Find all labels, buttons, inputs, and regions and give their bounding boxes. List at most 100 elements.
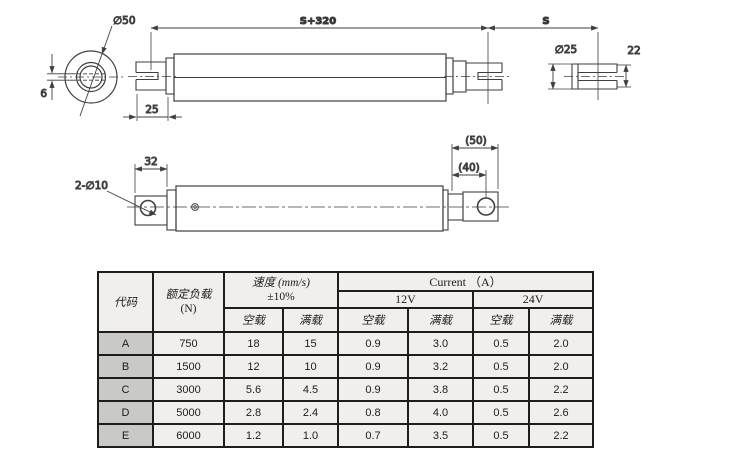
- header-rated-load-unit: (N): [180, 303, 197, 315]
- header-12v: 12V: [337, 290, 475, 309]
- cell-speed-noload: 12: [223, 354, 284, 379]
- header-12v-fullload: 满载: [407, 307, 475, 333]
- dim-label-40ref: (40): [458, 162, 480, 174]
- cell-12v-fullload: 3.0: [407, 331, 475, 356]
- cell-speed-fullload: 15: [281, 331, 340, 356]
- row-code: E: [97, 423, 154, 448]
- left-flange: [166, 189, 177, 231]
- header-12v-noload: 空载: [337, 307, 410, 333]
- cell-12v-fullload: 4.0: [407, 400, 475, 425]
- end-view: ∅50 6: [40, 15, 136, 117]
- dim-label-dia25: ∅25: [555, 44, 578, 56]
- cell-speed-fullload: 10: [281, 354, 340, 379]
- cell-load: 750: [152, 331, 225, 356]
- cell-speed-noload: 1.2: [223, 423, 284, 448]
- dia50-leader-tail: [79, 53, 103, 117]
- dia10-leader: [106, 190, 157, 216]
- header-speed-line1: 速度 (mm/s): [252, 276, 310, 289]
- header-24v-fullload: 满载: [528, 307, 595, 333]
- header-row-3: 空载 满载 空载 满载 空载 满载: [98, 307, 595, 333]
- cell-24v-fullload: 2.6: [528, 400, 595, 425]
- cell-24v-noload: 0.5: [472, 377, 531, 402]
- dim-label-2dia10: 2-∅10: [75, 180, 108, 192]
- dia50-leader-arrow: [101, 25, 113, 55]
- header-speed: 速度 (mm/s) ±10%: [222, 271, 340, 309]
- row-code: B: [97, 354, 154, 379]
- cell-speed-noload: 2.8: [223, 400, 284, 425]
- left-fork-slot: [136, 71, 159, 81]
- body-screw-inner: [193, 205, 197, 209]
- right-fork-outline: [465, 62, 503, 91]
- cell-24v-fullload: 2.0: [528, 354, 595, 379]
- dim-label-s: S: [542, 16, 549, 27]
- cell-speed-fullload: 2.4: [281, 400, 340, 425]
- row-code: D: [97, 400, 154, 425]
- right-clevis-hole: [476, 197, 496, 216]
- dim-label-25: 25: [145, 104, 158, 116]
- header-24v-noload: 空载: [472, 307, 531, 333]
- cell-12v-noload: 0.9: [337, 354, 410, 379]
- outer-diameter-circle: [64, 50, 118, 104]
- left-end-cap: [165, 57, 175, 95]
- rod-end-detail: ∅25 22: [548, 44, 641, 90]
- cell-12v-noload: 0.7: [337, 423, 410, 448]
- dim-label-50ref: (50): [465, 135, 487, 147]
- inner-ring-outer-circle: [75, 61, 107, 93]
- dim-label-dia50: ∅50: [113, 15, 136, 27]
- cell-load: 6000: [152, 423, 225, 448]
- cell-24v-fullload: 2.2: [528, 377, 595, 402]
- cell-load: 5000: [152, 400, 225, 425]
- header-speed-noload: 空载: [223, 307, 284, 333]
- main-side-view: 25 S+320 S: [123, 16, 599, 121]
- cell-load: 3000: [152, 377, 225, 402]
- table-row-e: E 6000 1.2 1.0 0.7 3.5 0.5 2.2: [97, 423, 595, 448]
- detail-fork-outline: [571, 63, 618, 90]
- right-end-cap: [445, 57, 454, 95]
- header-speed-fullload: 满载: [281, 307, 340, 333]
- table-row-c: C 3000 5.6 4.5 0.9 3.8 0.5 2.2: [97, 377, 595, 402]
- header-row-2: 12V 24V: [98, 290, 595, 309]
- header-code: 代码: [97, 271, 154, 333]
- cell-12v-noload: 0.8: [337, 400, 410, 425]
- cell-24v-fullload: 2.2: [528, 423, 595, 448]
- cell-12v-fullload: 3.8: [407, 377, 475, 402]
- cell-speed-fullload: 4.5: [281, 377, 340, 402]
- cell-speed-noload: 5.6: [223, 377, 284, 402]
- cell-24v-noload: 0.5: [472, 400, 531, 425]
- cell-12v-fullload: 3.5: [407, 423, 475, 448]
- actuator-technical-drawing: ∅50 6 25 S+320: [40, 15, 641, 232]
- inner-ring-inner-circle: [79, 65, 103, 89]
- detail-fork-slot: [577, 71, 617, 82]
- left-clevis-hole: [139, 199, 157, 217]
- dim-label-22: 22: [627, 45, 640, 57]
- right-flange: [442, 189, 449, 231]
- dim-label-6: 6: [40, 88, 47, 100]
- right-clevis-block: [462, 191, 499, 222]
- header-rated-load-line1: 额定负载: [165, 288, 212, 301]
- dim-label-32: 32: [144, 156, 157, 168]
- header-24v: 24V: [472, 290, 595, 309]
- header-current: Current （A）: [337, 271, 595, 292]
- cell-24v-noload: 0.5: [472, 354, 531, 379]
- cell-24v-noload: 0.5: [472, 331, 531, 356]
- table-row-b: B 1500 12 10 0.9 3.2 0.5 2.0: [97, 354, 595, 379]
- cell-speed-fullload: 1.0: [281, 423, 340, 448]
- dim-label-s320: S+320: [300, 16, 336, 27]
- table-row-a: A 750 18 15 0.9 3.0 0.5 2.0: [97, 331, 595, 356]
- clevis-view-body: [175, 185, 444, 232]
- cell-12v-noload: 0.9: [337, 377, 410, 402]
- header-speed-line2: ±10%: [267, 291, 295, 303]
- cell-load: 1500: [152, 354, 225, 379]
- right-fork-slot: [477, 71, 502, 81]
- table-row-d: D 5000 2.8 2.4 0.8 4.0 0.5 2.6: [97, 400, 595, 425]
- row-code: C: [97, 377, 154, 402]
- header-rated-load: 额定负载 (N): [152, 271, 225, 333]
- spec-table: 代码 额定负载 (N) 速度 (mm/s) ±10% Current （A） 1…: [97, 271, 595, 448]
- cell-24v-fullload: 2.0: [528, 331, 595, 356]
- cell-speed-noload: 18: [223, 331, 284, 356]
- cell-24v-noload: 0.5: [472, 423, 531, 448]
- cell-12v-fullload: 3.2: [407, 354, 475, 379]
- header-row-1: 代码 额定负载 (N) 速度 (mm/s) ±10% Current （A）: [97, 271, 595, 333]
- body-screw-outer: [191, 203, 199, 211]
